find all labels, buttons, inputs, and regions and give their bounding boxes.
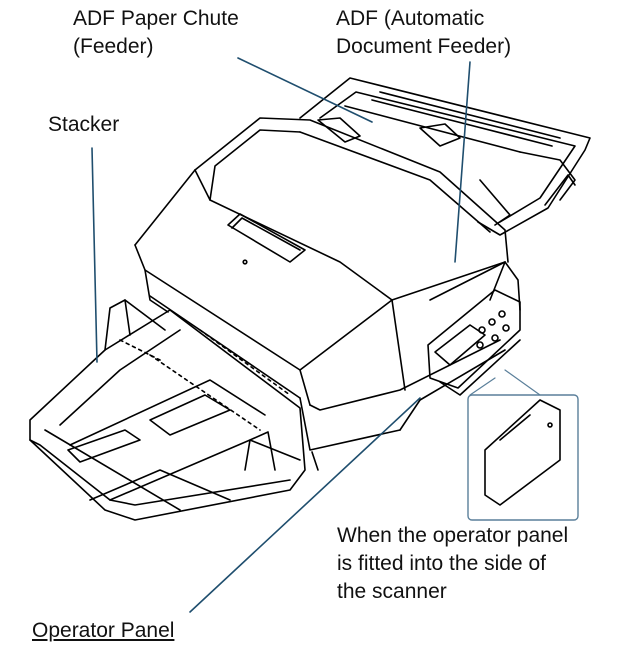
leader-operator-panel <box>189 397 421 613</box>
leader-stacker <box>91 147 98 363</box>
adf-paper-chute <box>299 77 591 236</box>
label-adf: ADF (Automatic Document Feeder) <box>336 7 512 58</box>
label-adf-paper-chute: ADF Paper Chute (Feeder) <box>73 7 239 58</box>
label-stacker: Stacker <box>48 113 120 136</box>
leader-lines <box>91 57 471 613</box>
label-panel-note: When the operator panel is fitted into t… <box>337 524 569 603</box>
lcd-screen-icon <box>434 324 486 366</box>
leader-adf-chute <box>237 57 373 123</box>
operator-panel-icon <box>427 289 521 396</box>
leader-adf <box>454 61 471 263</box>
inset-detail <box>467 369 579 521</box>
label-operator-panel: Operator Panel <box>32 619 175 642</box>
stacker <box>29 299 306 521</box>
adf-body <box>194 117 509 301</box>
